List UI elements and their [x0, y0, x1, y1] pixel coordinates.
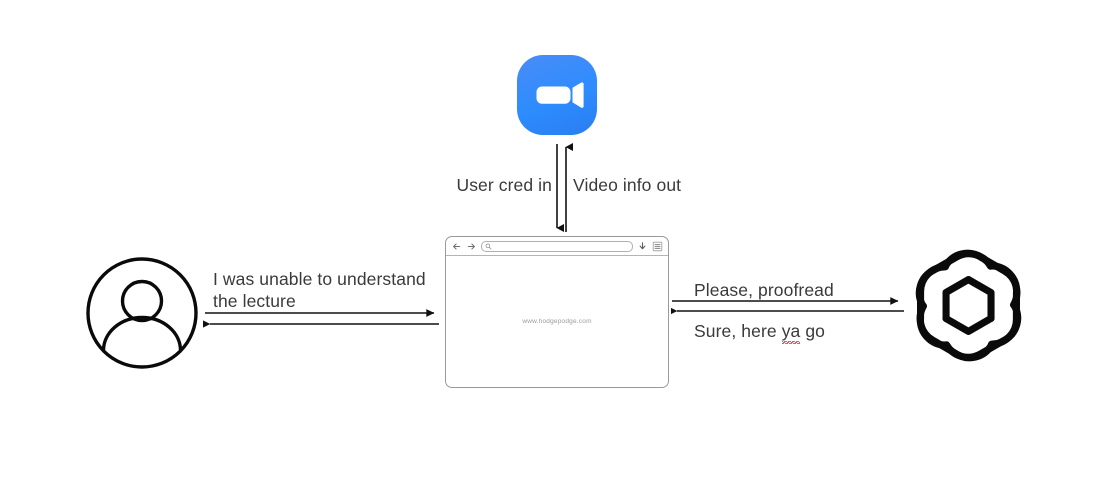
label-text-before: Sure, here: [694, 321, 782, 341]
browser-viewport: www.hodgepodge.com: [446, 256, 668, 387]
edge-label-user-to-browser: I was unable to understand the lecture: [213, 269, 426, 311]
browser-toolbar: [446, 237, 668, 256]
user-browser-arrow-pair: [203, 309, 439, 328]
user-avatar-icon[interactable]: [85, 256, 199, 370]
browser-openai-arrow-pair: [671, 297, 904, 315]
edge-label-user-cred-in: User cred in: [456, 175, 552, 195]
misspelled-word-ya: ya: [781, 321, 801, 344]
edge-label-sure-here-ya-go: Sure, here ya go: [694, 320, 904, 344]
zoom-app-icon[interactable]: [517, 55, 597, 135]
browser-window[interactable]: www.hodgepodge.com: [445, 236, 669, 388]
edge-label-video-info-out: Video info out: [573, 175, 682, 195]
download-arrow-icon[interactable]: [637, 241, 648, 252]
edge-label-please-proofread: Please, proofread: [694, 280, 834, 300]
openai-blossom-icon[interactable]: [911, 248, 1026, 363]
browser-page-url-text: www.hodgepodge.com: [522, 318, 592, 325]
address-bar[interactable]: [481, 240, 633, 252]
back-arrow-icon[interactable]: [451, 241, 462, 252]
hamburger-menu-icon[interactable]: [652, 241, 663, 252]
zoom-browser-arrow-pair: [556, 143, 573, 232]
label-text-after: go: [800, 321, 826, 341]
forward-arrow-icon[interactable]: [466, 241, 477, 252]
zoom-video-camera-icon: [536, 82, 584, 108]
magnifier-icon: [485, 243, 492, 250]
